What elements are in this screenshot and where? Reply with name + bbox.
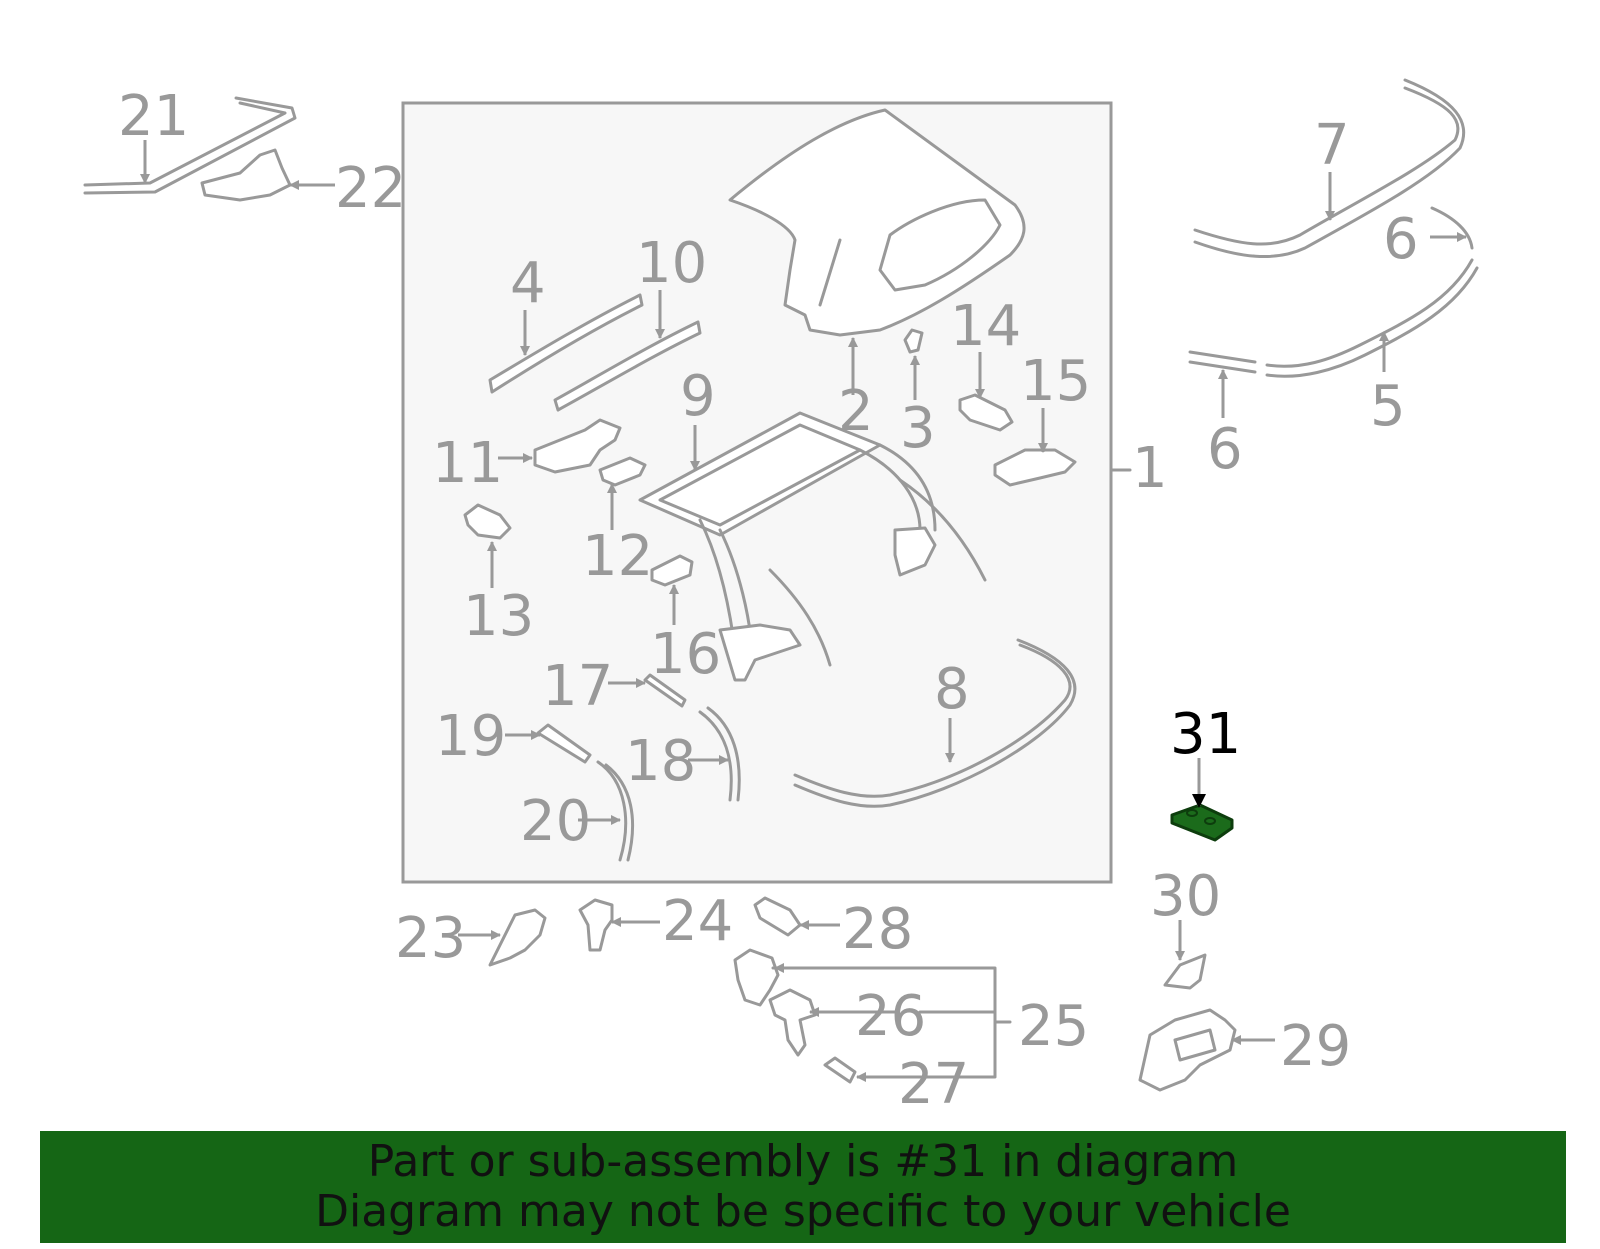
callout-12a: 12	[582, 524, 653, 589]
part-25-assembly	[733, 948, 857, 1084]
part-2-soft-top	[728, 108, 1026, 337]
part-23-clip	[488, 908, 547, 967]
callout-14: 14	[950, 294, 1021, 359]
callout-8: 8	[934, 657, 970, 722]
callout-23: 23	[395, 906, 466, 971]
callout-11: 11	[432, 431, 503, 496]
part-24-clip	[578, 898, 614, 952]
part-17-strip	[643, 673, 687, 708]
part-8-seal	[793, 638, 1077, 808]
callout-10: 10	[636, 231, 707, 296]
callout-6-upper: 6	[1383, 207, 1419, 272]
part-29-bracket	[1138, 1008, 1237, 1092]
part-4-strip	[488, 293, 644, 394]
part-21-strip	[83, 96, 297, 195]
callout-7: 7	[1314, 113, 1350, 178]
banner-line-2: Diagram may not be specific to your vehi…	[315, 1186, 1291, 1237]
callout-18: 18	[625, 729, 696, 794]
part-6-upper	[1430, 206, 1474, 250]
part-15-bracket	[993, 448, 1077, 487]
callout-26: 26	[855, 984, 926, 1049]
callout-16: 16	[650, 622, 721, 687]
callout-15: 15	[1020, 349, 1091, 414]
callout-31: 31	[1170, 702, 1241, 767]
callout-21: 21	[118, 84, 189, 149]
part-12-latch	[598, 456, 647, 487]
part-9-frame	[638, 411, 987, 682]
callout-20: 20	[520, 789, 591, 854]
callout-25: 25	[1018, 994, 1089, 1059]
part-28-clip	[753, 896, 802, 937]
callout-30: 30	[1150, 864, 1221, 929]
info-banner: Part or sub-assembly is #31 in diagram D…	[40, 1131, 1566, 1243]
part-10-strip	[553, 320, 702, 412]
callout-9: 9	[680, 364, 716, 429]
callout-2: 2	[838, 379, 874, 444]
callout-17: 17	[542, 654, 613, 719]
part-22-hinge	[200, 148, 292, 202]
callout-24: 24	[662, 889, 733, 954]
part-16-block	[650, 554, 694, 587]
part-30-clip	[1163, 953, 1207, 990]
callout-5: 5	[1370, 374, 1406, 439]
callout-3: 3	[900, 396, 936, 461]
callout-29: 29	[1280, 1014, 1351, 1079]
part-11-bracket	[533, 418, 622, 474]
callout-19: 19	[435, 704, 506, 769]
callout-6-lower: 6	[1207, 417, 1243, 482]
part-31-highlighted	[1170, 803, 1234, 842]
banner-line-1: Part or sub-assembly is #31 in diagram	[367, 1136, 1239, 1187]
part-13-pad	[463, 503, 512, 540]
part-7-rail	[1193, 78, 1466, 258]
callout-13: 13	[463, 584, 534, 649]
callout-4: 4	[510, 251, 546, 316]
part-18-strip	[698, 710, 733, 802]
callout-22: 22	[335, 156, 406, 221]
callout-1: 1	[1132, 436, 1168, 501]
part-20-strip	[596, 760, 628, 862]
callout-27: 27	[898, 1052, 969, 1117]
part-19-strip	[536, 723, 592, 764]
part-3-clip	[903, 328, 924, 354]
part-5-rail	[1188, 258, 1479, 378]
callout-28: 28	[842, 897, 913, 962]
